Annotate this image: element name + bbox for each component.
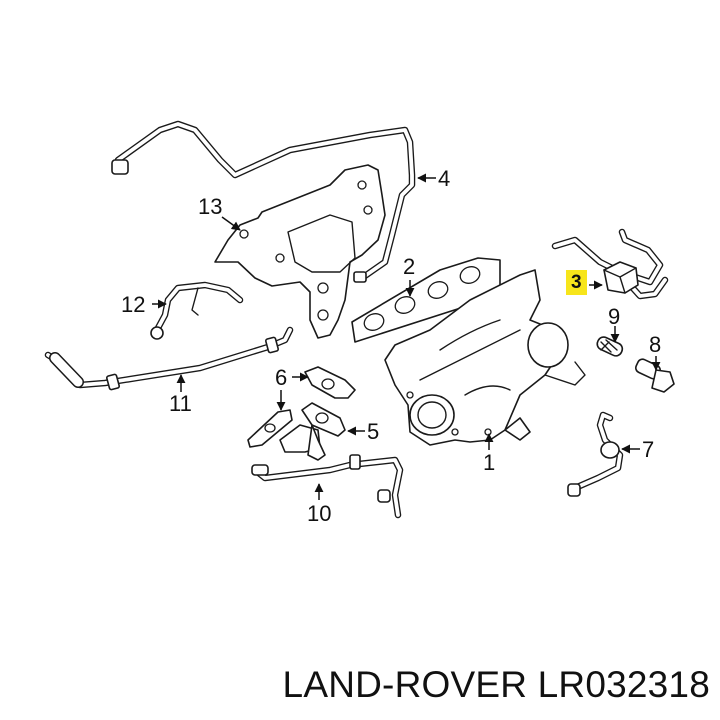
callout-8: 8 <box>649 332 662 357</box>
part-10-coolant-return-line <box>251 454 404 519</box>
callout-5: 5 <box>367 419 380 444</box>
part-11-water-hose <box>44 326 294 391</box>
part-3-solenoid-valve <box>551 228 669 300</box>
callout-9: 9 <box>608 304 621 329</box>
part-6-gasket <box>247 366 356 448</box>
callout-7: 7 <box>642 437 655 462</box>
callout-6: 6 <box>275 365 288 390</box>
part-8-banjo-bolt <box>635 358 675 393</box>
part-number-caption: LAND-ROVER LR032318 <box>282 664 710 705</box>
part-12-coolant-tube <box>150 281 244 340</box>
leader-lines <box>152 173 661 500</box>
callout-4: 4 <box>438 166 451 191</box>
part-7-coolant-line <box>567 411 624 497</box>
callout-3-highlighted: 3 <box>566 270 587 295</box>
callout-1: 1 <box>483 450 496 475</box>
part-13-heat-shield <box>214 164 386 339</box>
callout-10: 10 <box>307 501 332 526</box>
callout-11: 11 <box>169 391 192 416</box>
part-2-manifold-gasket <box>351 257 501 343</box>
part-5-oil-return-tube <box>279 402 346 461</box>
part-4-oil-feed-line <box>111 120 416 283</box>
part-9-filter-screen <box>596 336 624 357</box>
callout-12: 12 <box>121 292 146 317</box>
leader-13 <box>221 216 241 231</box>
part-1-turbocharger <box>384 269 586 446</box>
callout-2: 2 <box>403 254 416 279</box>
callout-13: 13 <box>198 194 223 219</box>
